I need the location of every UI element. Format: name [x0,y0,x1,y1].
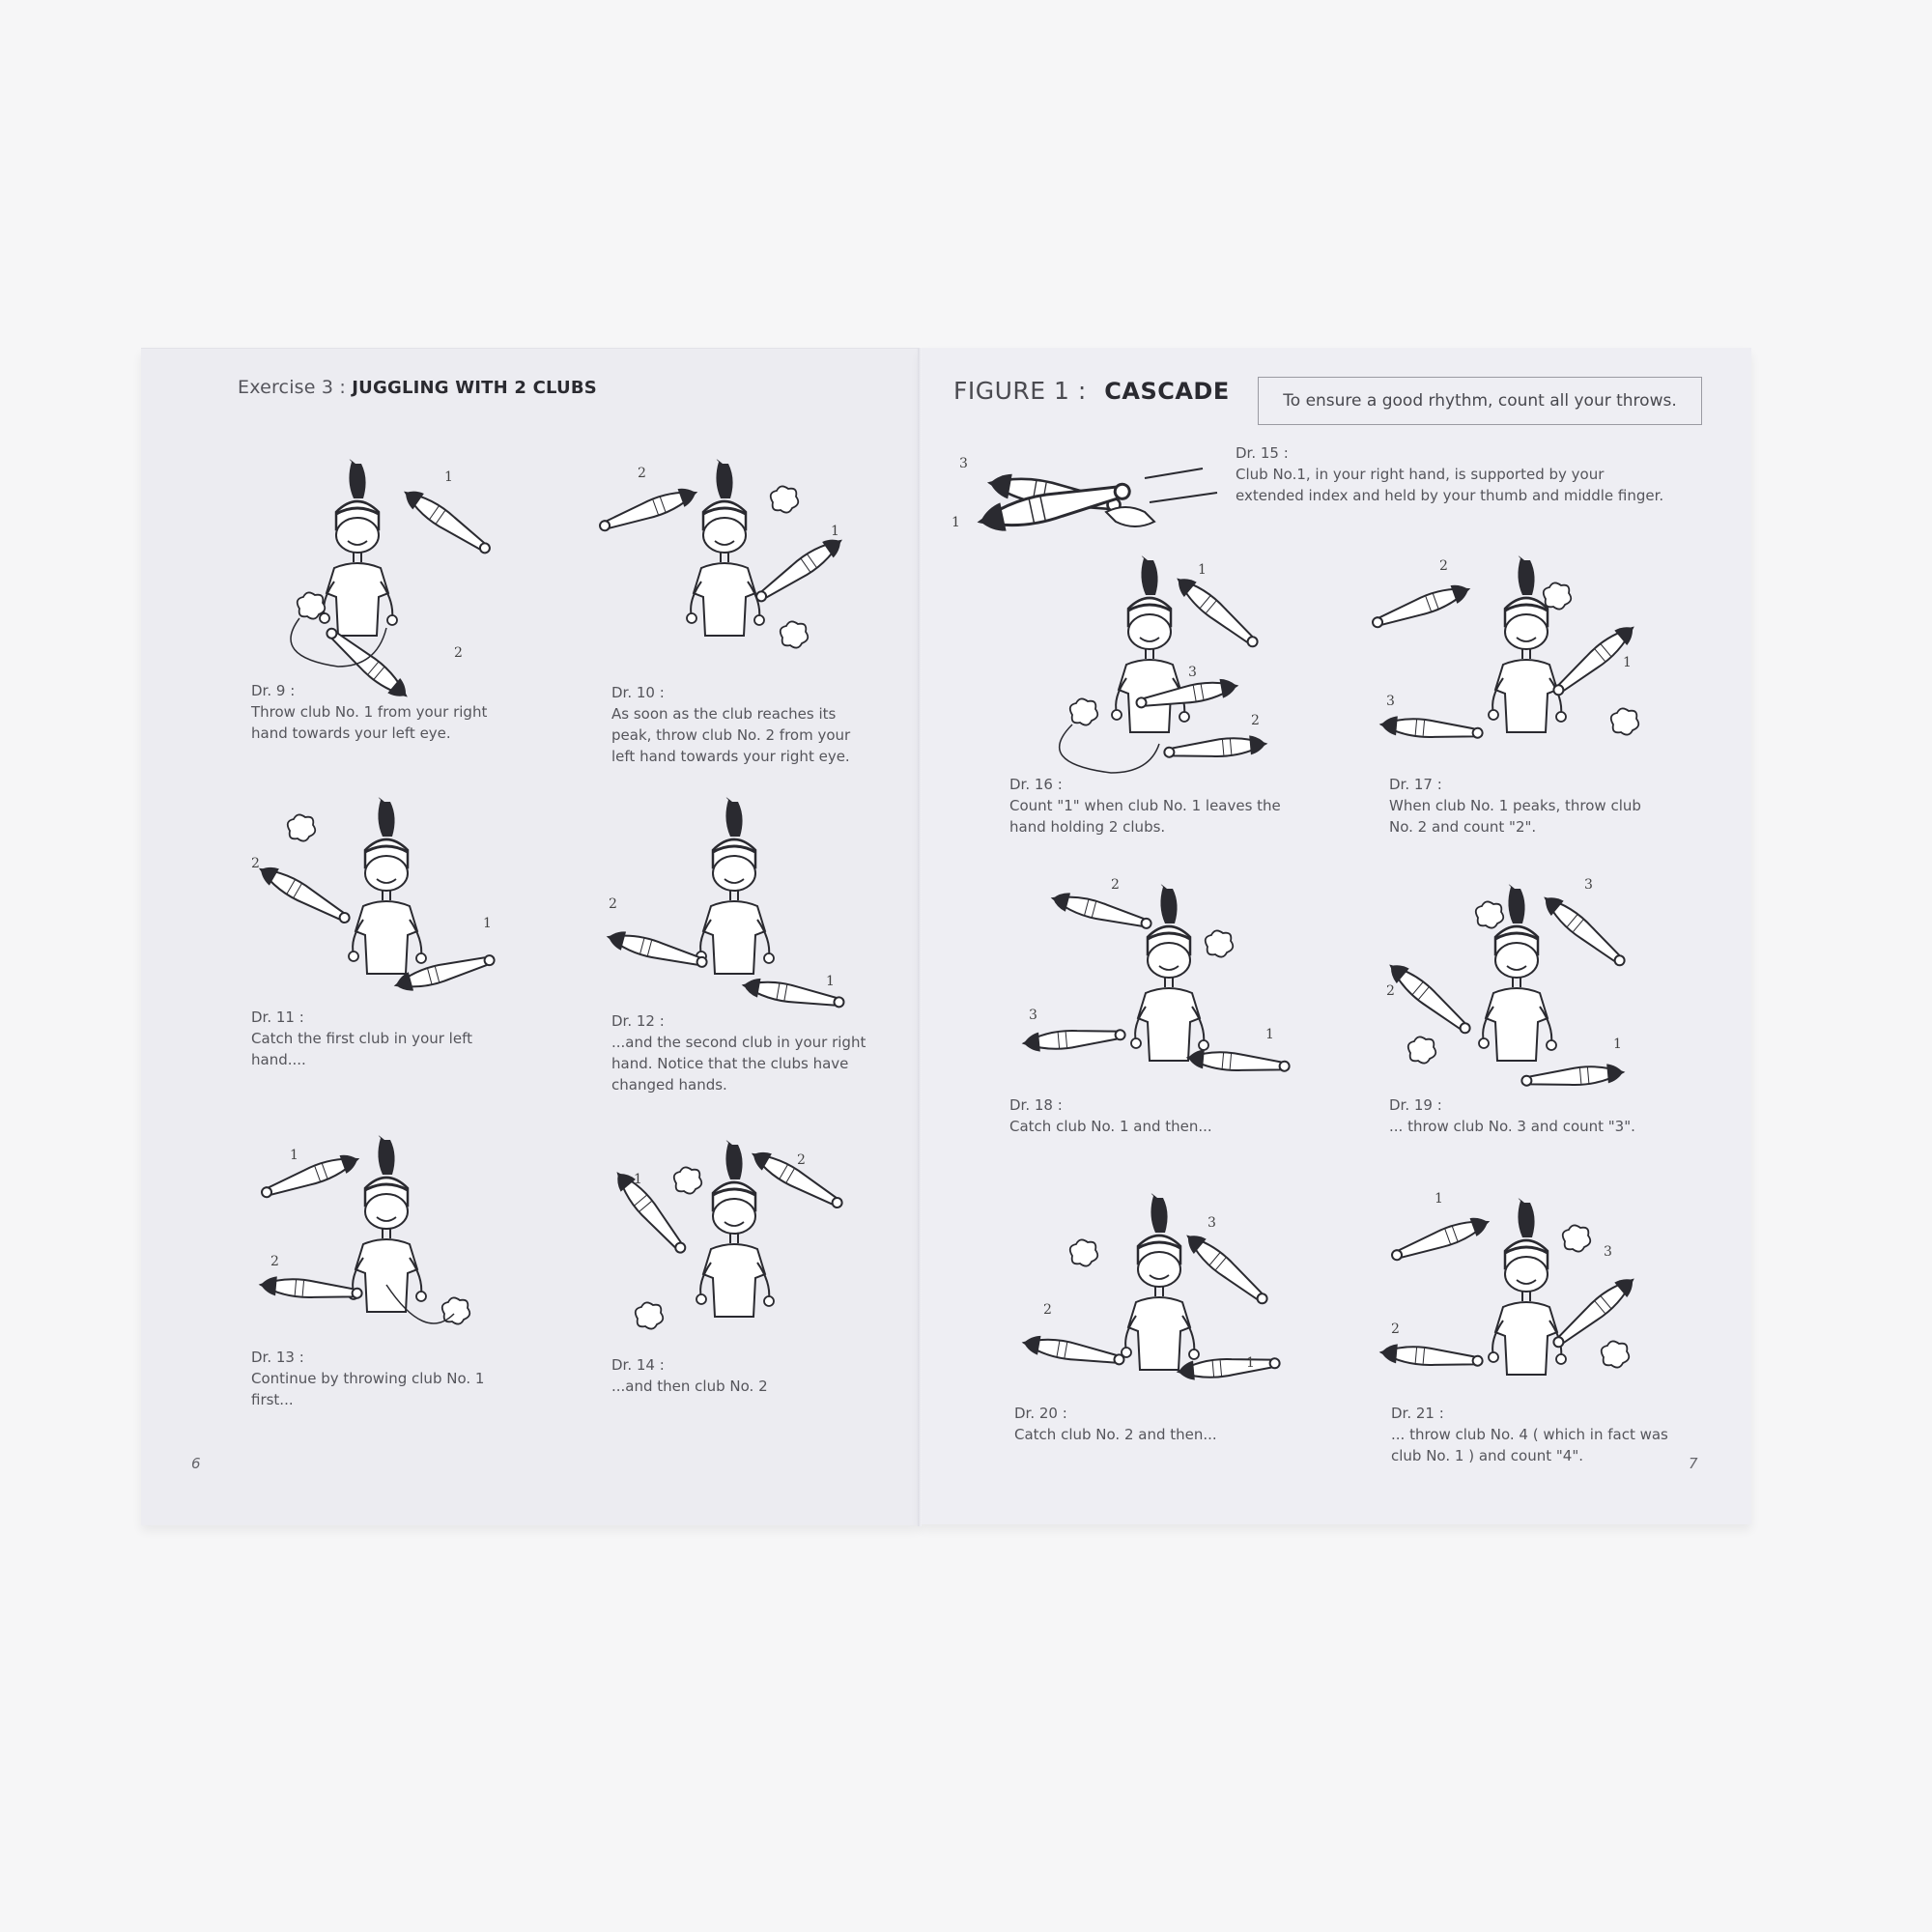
drawing-9-text: Throw club No. 1 from your right hand to… [251,703,488,742]
figure-heading-title: CASCADE [1104,378,1230,405]
svg-text:1: 1 [1198,562,1207,578]
figure-heading: FIGURE 1 : CASCADE [953,377,1230,405]
drawing-13-text: Continue by throwing club No. 1 first... [251,1370,485,1408]
drawing-17-caption: Dr. 17 : When club No. 1 peaks, throw cl… [1389,774,1660,838]
drawing-12-text: ...and the second club in your right han… [611,1034,867,1094]
book-gutter [918,348,922,1526]
drawing-15-caption: Dr. 15 : Club No.1, in your right hand, … [1236,442,1670,506]
page-number-left: 6 [191,1455,201,1472]
svg-text:3: 3 [1208,1215,1216,1231]
svg-text:2: 2 [797,1152,806,1168]
svg-text:3: 3 [1584,877,1593,893]
svg-text:1: 1 [831,524,839,539]
drawing-21-caption: Dr. 21 : ... throw club No. 4 ( which in… [1391,1403,1671,1466]
svg-text:2: 2 [1043,1302,1052,1318]
drawing-13-id: Dr. 13 : [251,1349,304,1366]
drawing-15-id: Dr. 15 : [1236,444,1289,462]
svg-text:1: 1 [1613,1037,1622,1052]
right-page [920,348,1751,1524]
drawing-14-text: ...and then club No. 2 [611,1378,768,1395]
drawing-21-id: Dr. 21 : [1391,1405,1444,1422]
drawing-18-illustration: 2 3 1 [1014,869,1292,1092]
svg-text:2: 2 [638,466,646,481]
svg-text:1: 1 [634,1172,642,1187]
drawing-16-illustration: 1 3 2 [1014,551,1285,774]
drawing-12-illustration: 2 1 [599,795,850,1014]
drawing-11-text: Catch the first club in your left hand..… [251,1030,472,1068]
svg-text:1: 1 [290,1148,298,1163]
drawing-17-id: Dr. 17 : [1389,776,1442,793]
drawing-17-illustration: 2 3 1 [1368,551,1642,773]
exercise-heading-prefix: Exercise 3 : [238,377,347,398]
svg-text:2: 2 [251,856,260,871]
svg-text:1: 1 [826,974,835,989]
svg-text:2: 2 [270,1254,279,1269]
drawing-16-id: Dr. 16 : [1009,776,1063,793]
left-page [141,348,920,1525]
svg-text:1: 1 [952,515,960,530]
drawing-16-caption: Dr. 16 : Count "1" when club No. 1 leave… [1009,774,1299,838]
drawing-20-caption: Dr. 20 : Catch club No. 2 and then... [1014,1403,1304,1445]
svg-text:2: 2 [1439,558,1448,574]
exercise-heading: Exercise 3 : JUGGLING WITH 2 CLUBS [238,377,597,398]
drawing-10-illustration: 2 1 [595,454,850,696]
drawing-20-text: Catch club No. 2 and then... [1014,1426,1217,1443]
drawing-17-text: When club No. 1 peaks, throw club No. 2 … [1389,797,1641,836]
figure-heading-prefix: FIGURE 1 : [953,377,1087,405]
page-number-right: 7 [1689,1455,1698,1472]
drawing-16-text: Count "1" when club No. 1 leaves the han… [1009,797,1281,836]
svg-text:3: 3 [1188,665,1197,680]
drawing-13-illustration: 1 2 [257,1121,493,1343]
drawing-11-id: Dr. 11 : [251,1009,304,1026]
drawing-10-text: As soon as the club reaches its peak, th… [611,705,851,765]
drawing-21-illustration: 1 3 2 [1372,1183,1642,1401]
drawing-18-caption: Dr. 18 : Catch club No. 1 and then... [1009,1094,1299,1137]
drawing-9-caption: Dr. 9 : Throw club No. 1 from your right… [251,680,512,744]
svg-text:1: 1 [444,469,453,485]
drawing-9-illustration: 1 2 [261,454,496,704]
exercise-heading-title: JUGGLING WITH 2 CLUBS [352,378,597,398]
drawing-15-text: Club No.1, in your right hand, is suppor… [1236,466,1664,504]
drawing-14-id: Dr. 14 : [611,1356,665,1374]
svg-text:3: 3 [1386,694,1395,709]
svg-text:2: 2 [609,896,617,912]
drawing-15-illustration: 3 1 [952,444,1222,551]
svg-text:2: 2 [454,645,463,661]
svg-text:1: 1 [1435,1191,1443,1207]
drawing-18-id: Dr. 18 : [1009,1096,1063,1114]
svg-text:3: 3 [1604,1244,1612,1260]
svg-text:3: 3 [959,456,968,471]
drawing-14-illustration: 1 2 [599,1135,850,1352]
drawing-21-text: ... throw club No. 4 ( which in fact was… [1391,1426,1668,1464]
drawing-10-caption: Dr. 10 : As soon as the club reaches its… [611,682,872,767]
rhythm-tip-box: To ensure a good rhythm, count all your … [1258,377,1702,425]
drawing-20-id: Dr. 20 : [1014,1405,1067,1422]
svg-text:1: 1 [1623,655,1632,670]
drawing-12-id: Dr. 12 : [611,1012,665,1030]
drawing-11-illustration: 2 1 [251,795,502,996]
drawing-18-text: Catch club No. 1 and then... [1009,1118,1212,1135]
svg-text:1: 1 [483,916,492,931]
drawing-19-id: Dr. 19 : [1389,1096,1442,1114]
drawing-19-illustration: 3 2 1 [1372,869,1642,1093]
drawing-10-id: Dr. 10 : [611,684,665,701]
svg-text:2: 2 [1251,713,1260,728]
drawing-13-caption: Dr. 13 : Continue by throwing club No. 1… [251,1347,502,1410]
drawing-9-id: Dr. 9 : [251,682,296,699]
svg-text:1: 1 [1265,1027,1274,1042]
drawing-14-caption: Dr. 14 : ...and then club No. 2 [611,1354,863,1397]
drawing-19-caption: Dr. 19 : ... throw club No. 3 and count … [1389,1094,1679,1137]
svg-text:3: 3 [1029,1008,1037,1023]
drawing-11-caption: Dr. 11 : Catch the first club in your le… [251,1007,493,1070]
svg-text:2: 2 [1386,983,1395,999]
svg-text:2: 2 [1111,877,1120,893]
svg-text:1: 1 [1246,1355,1255,1371]
svg-text:2: 2 [1391,1321,1400,1337]
drawing-12-caption: Dr. 12 : ...and the second club in your … [611,1010,872,1095]
drawing-19-text: ... throw club No. 3 and count "3". [1389,1118,1635,1135]
drawing-20-illustration: 3 2 1 [1014,1188,1285,1401]
